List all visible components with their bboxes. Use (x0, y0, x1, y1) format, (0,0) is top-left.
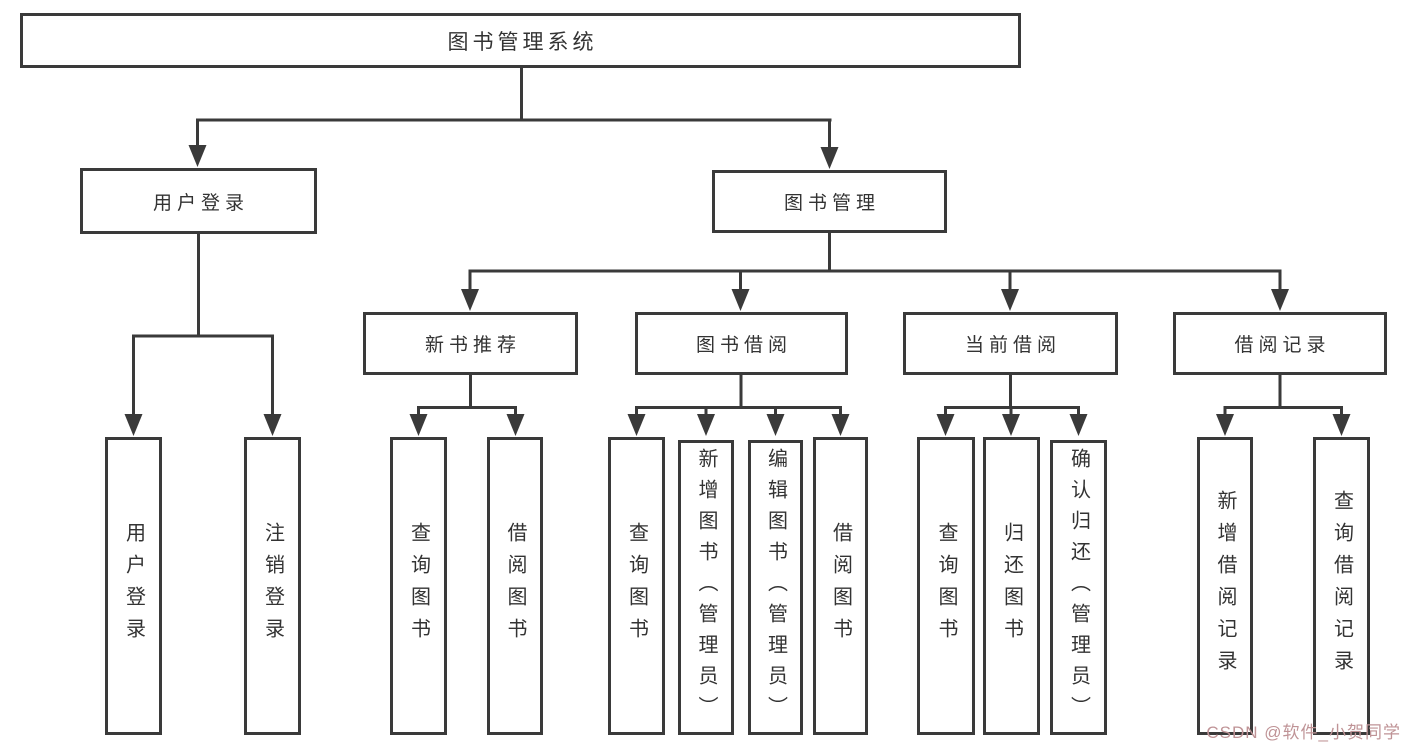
node-root: 图书管理系统 (20, 13, 1021, 68)
leaf-borrow-book-1: 借阅图书 (487, 437, 543, 735)
leaf-query-record-label: 查询借阅记录 (1330, 490, 1353, 682)
leaf-return-book-label: 归还图书 (1000, 522, 1023, 650)
connector-borrow-record-to-leaves (1216, 375, 1351, 436)
leaf-query-book-1: 查询图书 (390, 437, 447, 735)
leaf-query-book-3: 查询图书 (917, 437, 975, 735)
leaf-query-book-2: 查询图书 (608, 437, 665, 735)
node-user-login-label: 用户登录 (152, 192, 249, 214)
node-new-book-rec: 新书推荐 (363, 312, 578, 375)
leaf-user-login-label: 用户登录 (122, 522, 145, 650)
leaf-query-book-2-label: 查询图书 (625, 522, 648, 650)
leaf-edit-book: 编辑图书（管理员） (748, 440, 803, 735)
leaf-confirm-return: 确认归还（管理员） (1050, 440, 1107, 735)
leaf-confirm-return-label: 确认归还（管理员） (1067, 448, 1090, 727)
node-root-label: 图书管理系统 (447, 30, 598, 54)
leaf-borrow-book-2-label: 借阅图书 (829, 522, 852, 650)
leaf-return-book: 归还图书 (983, 437, 1040, 735)
leaf-borrow-book-2: 借阅图书 (813, 437, 868, 735)
node-user-login: 用户登录 (80, 168, 317, 234)
connector-current-borrow-to-leaves (936, 375, 1088, 436)
leaf-add-book: 新增图书（管理员） (678, 440, 734, 735)
node-book-borrow: 图书借阅 (635, 312, 848, 375)
leaf-logout: 注销登录 (244, 437, 301, 735)
connector-root-to-level2 (188, 68, 839, 169)
leaf-query-book-3-label: 查询图书 (935, 522, 957, 650)
node-borrow-record: 借阅记录 (1173, 312, 1387, 375)
leaf-add-record: 新增借阅记录 (1197, 437, 1253, 735)
node-current-borrow-label: 当前借阅 (964, 335, 1061, 356)
connector-user-login-to-leaves (124, 234, 282, 436)
leaf-edit-book-label: 编辑图书（管理员） (764, 448, 787, 727)
leaf-add-book-label: 新增图书（管理员） (695, 448, 717, 727)
connector-new-book-rec-to-leaves (409, 375, 525, 436)
node-book-mgmt: 图书管理 (712, 170, 947, 233)
leaf-borrow-book-1-label: 借阅图书 (504, 522, 526, 650)
connector-book-mgmt-to-level3 (461, 233, 1289, 311)
leaf-query-record: 查询借阅记录 (1313, 437, 1370, 735)
node-new-book-rec-label: 新书推荐 (424, 335, 521, 356)
leaf-logout-label: 注销登录 (261, 522, 284, 650)
node-current-borrow: 当前借阅 (903, 312, 1118, 375)
node-book-borrow-label: 图书借阅 (695, 335, 792, 356)
leaf-user-login: 用户登录 (105, 437, 162, 735)
connector-book-borrow-to-leaves (627, 375, 850, 436)
node-book-mgmt-label: 图书管理 (783, 193, 880, 214)
node-borrow-record-label: 借阅记录 (1234, 335, 1331, 356)
leaf-query-book-1-label: 查询图书 (407, 522, 430, 650)
leaf-add-record-label: 新增借阅记录 (1214, 490, 1236, 682)
csdn-watermark: CSDN @软件_小贺同学 (1206, 723, 1401, 742)
